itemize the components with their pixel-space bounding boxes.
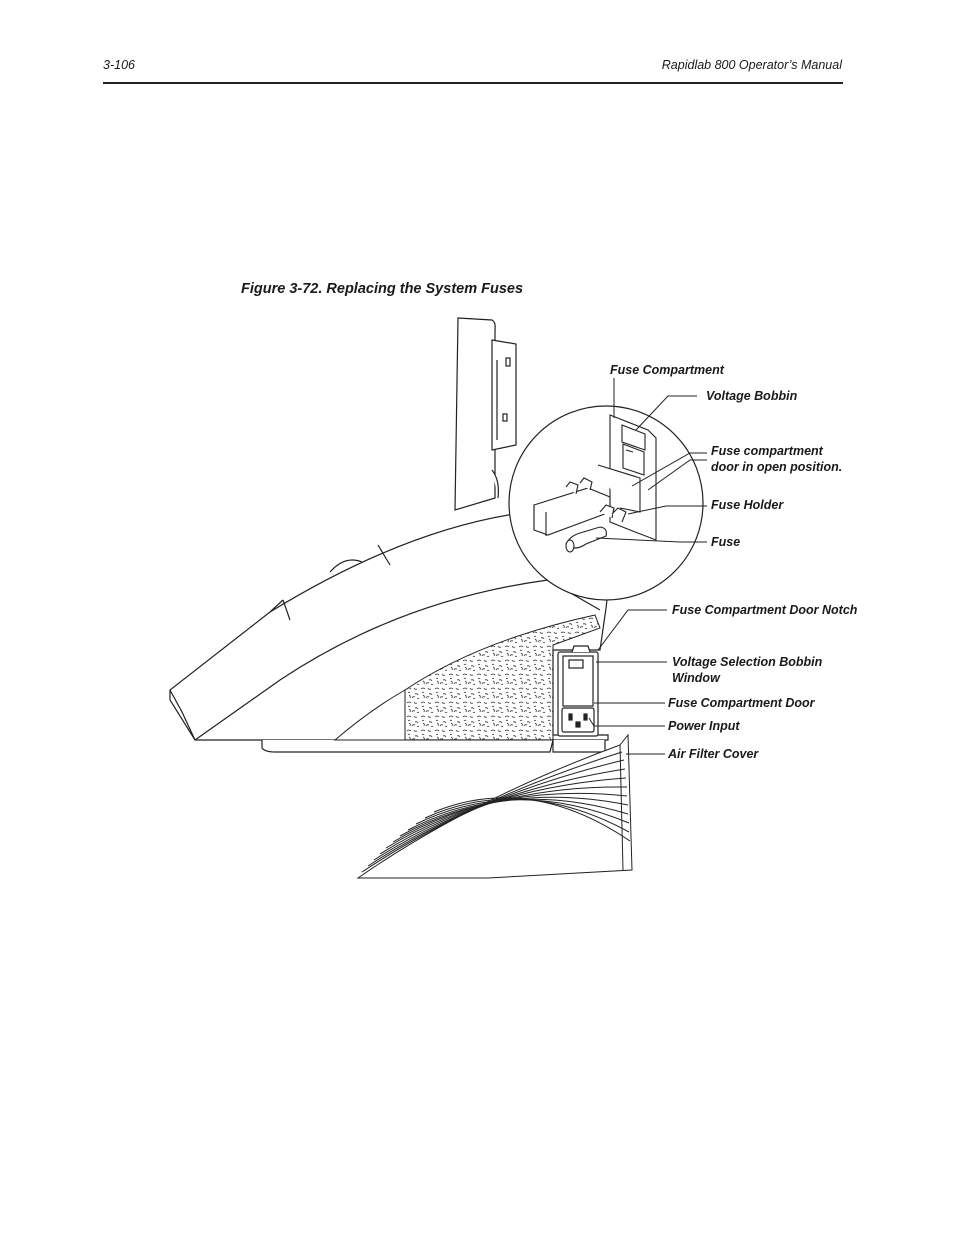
figure-caption: Figure 3-72. Replacing the System Fuses — [241, 281, 524, 297]
label-door-open-line1: Fuse compartment — [711, 444, 823, 458]
page-number: 3-106 — [103, 58, 135, 72]
label-fuse: Fuse — [711, 535, 741, 549]
air-filter-cover — [356, 733, 633, 879]
fuse-compartment-detail — [533, 414, 657, 553]
label-compartment-door: Fuse Compartment Door — [668, 696, 815, 710]
leader-lines — [588, 378, 707, 755]
label-fuse-compartment: Fuse Compartment — [610, 363, 724, 377]
label-power-input: Power Input — [668, 719, 740, 733]
header-rule — [103, 82, 843, 84]
power-entry-module — [557, 645, 599, 737]
label-bobbin-window-line2: Window — [672, 671, 720, 685]
display-panel — [454, 317, 517, 511]
label-door-open-line2: door in open position. — [711, 460, 843, 474]
manual-title: Rapidlab 800 Operator’s Manual — [661, 58, 842, 72]
air-filter-region — [404, 614, 601, 741]
label-door-notch: Fuse Compartment Door Notch — [672, 603, 858, 617]
label-bobbin-window-line1: Voltage Selection Bobbin — [672, 655, 823, 669]
label-voltage-bobbin: Voltage Bobbin — [706, 389, 798, 403]
label-air-filter-cover: Air Filter Cover — [668, 747, 759, 761]
label-fuse-holder: Fuse Holder — [711, 498, 784, 512]
